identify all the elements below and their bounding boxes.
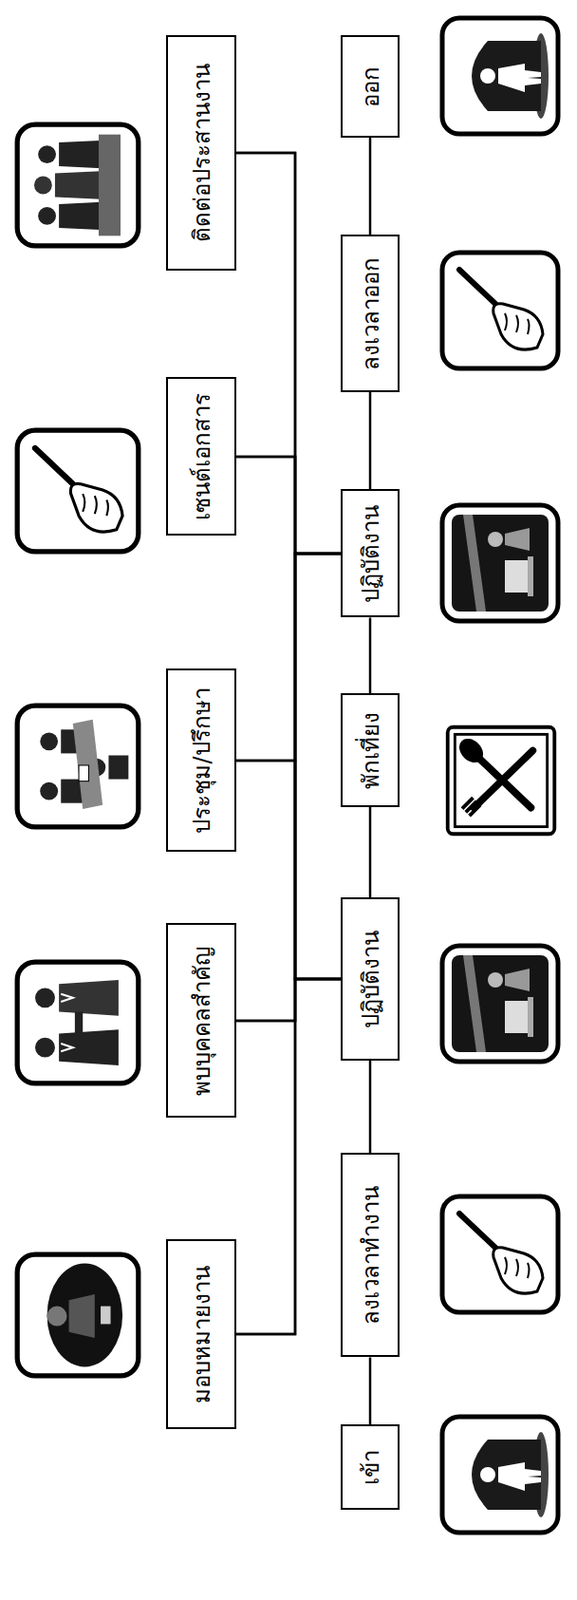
box-label: ปฏิบัติงาน: [352, 504, 390, 603]
step-box: ลงเวลาออก: [340, 234, 400, 392]
work-icon: [442, 504, 559, 621]
step-box: ปฏิบัติงาน: [340, 896, 400, 1061]
connector-line: [236, 978, 341, 1334]
assign-icon: [17, 1253, 139, 1376]
connector-line: [369, 137, 373, 235]
connector-line: [369, 806, 373, 897]
lunch-icon: [447, 726, 556, 835]
task-box: พบบุคคลสำคัญ: [166, 923, 237, 1118]
step-box: ปฏิบัติงาน: [340, 489, 400, 618]
box-label: มอบหมายงาน: [183, 1265, 221, 1403]
work-icon: [442, 945, 559, 1061]
connector-line: [369, 391, 373, 490]
clock-in-icon: [442, 1195, 559, 1312]
exit-icon: [442, 18, 559, 134]
step-box: เข้า: [340, 1423, 400, 1509]
connector-line: [369, 1060, 373, 1154]
box-label: พักเที่ยง: [352, 711, 390, 789]
box-label: พบบุคคลสำคัญ: [183, 946, 221, 1096]
task-box: เซนต์เอกสาร: [166, 377, 237, 537]
task-box: มอบหมายงาน: [166, 1238, 237, 1429]
box-label: ประชุม/ปรึกษา: [183, 687, 221, 833]
box-label: ติดต่อประสานงาน: [183, 63, 221, 242]
connector-line: [236, 152, 341, 979]
meeting-icon: [17, 705, 139, 827]
step-box: พักเที่ยง: [340, 692, 400, 807]
meet-icon: [17, 961, 139, 1083]
connector-line: [236, 553, 341, 1021]
connector-line: [236, 553, 341, 1334]
connector-line: [236, 978, 341, 1021]
step-box: ออก: [340, 35, 400, 138]
clock-out-icon: [442, 252, 559, 369]
task-box: ประชุม/ปรึกษา: [166, 669, 237, 853]
task-box: ติดต่อประสานงาน: [166, 35, 237, 271]
box-label: ออก: [352, 66, 390, 108]
connector-line: [236, 456, 341, 554]
connector-line: [236, 553, 341, 761]
step-box: ลงเวลาทำงาน: [340, 1153, 400, 1358]
box-label: ลงเวลาออก: [352, 257, 390, 371]
box-label: เซนต์เอกสาร: [183, 392, 221, 521]
enter-icon: [442, 1415, 559, 1532]
connector-line: [236, 760, 341, 979]
sign-icon: [17, 429, 139, 552]
box-label: ปฏิบัติงาน: [352, 930, 390, 1028]
coordinate-icon: [17, 124, 139, 246]
connector-line: [236, 152, 341, 554]
connector-line: [369, 1357, 373, 1425]
box-label: เข้า: [352, 1449, 390, 1485]
connector-line: [369, 617, 373, 694]
connector-line: [236, 456, 341, 979]
box-label: ลงเวลาทำงาน: [352, 1185, 390, 1324]
